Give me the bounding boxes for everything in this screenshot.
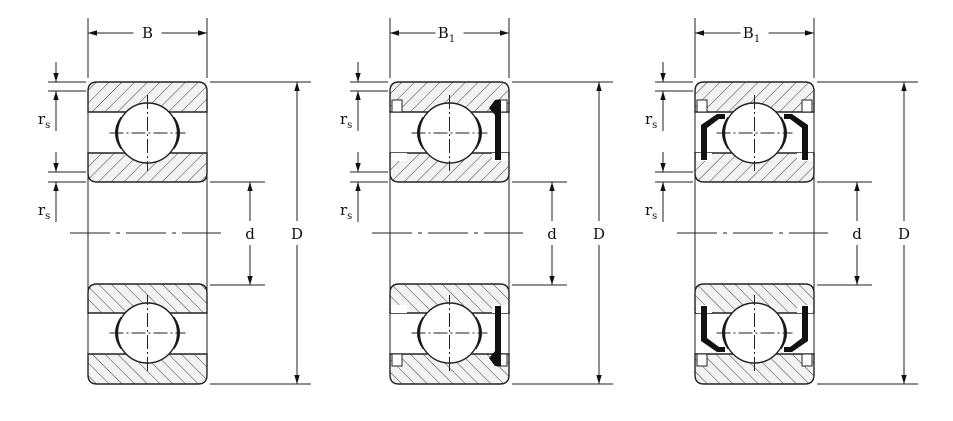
radius-label: rs — [38, 201, 50, 222]
seal-lip-left — [701, 306, 725, 352]
width-label: B1 — [438, 24, 455, 45]
seal-groove-left — [696, 99, 708, 113]
seal-groove-left — [391, 99, 403, 113]
radius-label: rs — [340, 201, 352, 222]
radius-label: rs — [38, 110, 50, 131]
od-label: D — [898, 225, 910, 243]
width-label: B — [142, 24, 153, 42]
bore-label: d — [852, 225, 862, 243]
od-label: D — [593, 225, 605, 243]
seal-lip-left — [701, 114, 725, 160]
bore-label: d — [547, 225, 557, 243]
upper-half — [694, 81, 815, 183]
upper-half — [87, 81, 208, 183]
radius-label: rs — [645, 110, 657, 131]
open-bearing: B Dd rs rs — [38, 18, 311, 385]
seal-lip-right — [784, 306, 808, 352]
seal-groove-right — [801, 353, 813, 367]
inner-step-left — [391, 305, 407, 313]
lower-half — [389, 283, 510, 385]
radius-label: rs — [340, 110, 352, 131]
shield-plate — [489, 306, 501, 366]
od-label: D — [291, 225, 303, 243]
seal-groove-right — [801, 99, 813, 113]
upper-half — [389, 81, 510, 183]
seal-groove-left — [391, 353, 403, 367]
width-label: B1 — [743, 24, 760, 45]
lower-half — [87, 283, 208, 385]
shield-plate — [489, 100, 501, 160]
bore-label: d — [245, 225, 255, 243]
lower-half — [694, 283, 815, 385]
inner-step-left — [391, 153, 407, 161]
seal-groove-left — [696, 353, 708, 367]
seal-lip-right — [784, 114, 808, 160]
radius-label: rs — [645, 201, 657, 222]
